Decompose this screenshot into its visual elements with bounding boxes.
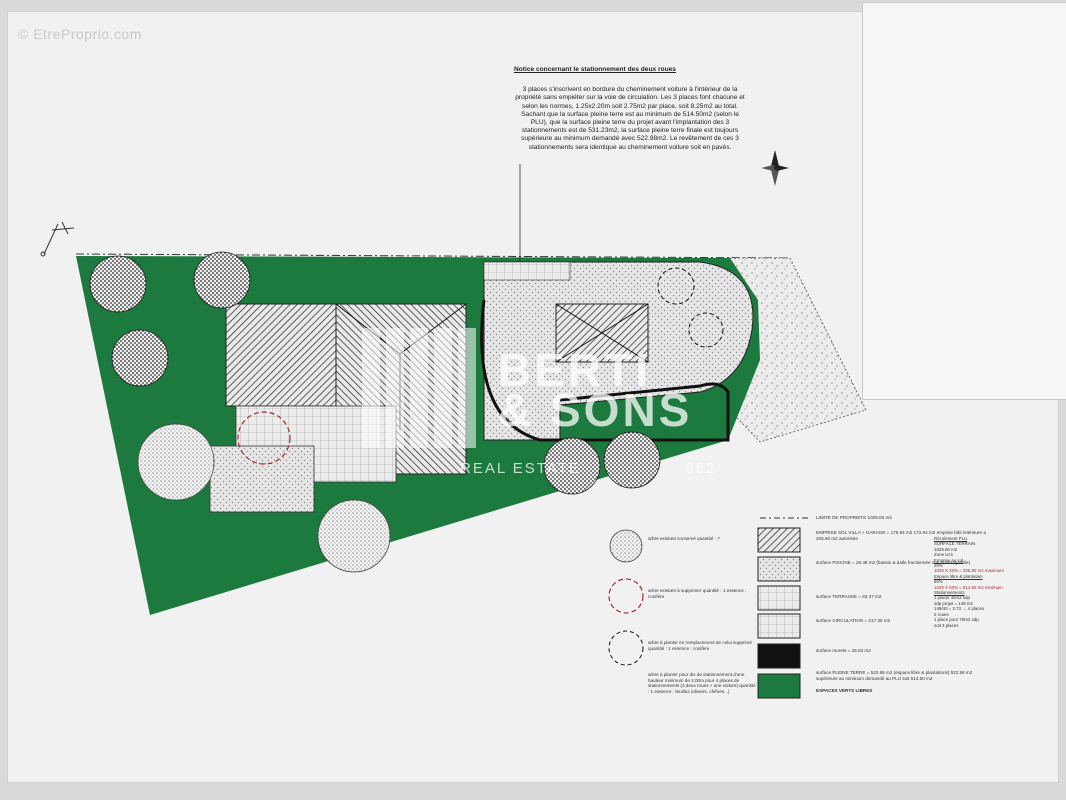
watermark-etreproprio: © EtreProprio.com [18,26,142,42]
property-limit [75,253,791,259]
parking-note: Notice concernant le stationnement des d… [514,66,746,152]
legend-lawn-text: surface PLEINE TERRE = 522.98 m2 (espace… [816,670,973,681]
plu-line: 1029 X 20% = 205.80 m2 maximum [934,568,1004,574]
legend-tree-existing-text: arbre existant conservé quantité : 7 [648,536,720,541]
plu-title: Récolement PLU [934,536,968,541]
plu-line: 50% [934,579,943,585]
legend-terrace-text: surface TERRASSE = 83.37 m2 [816,594,882,599]
legend-tree-plant [608,630,644,666]
driveway-curve [480,299,730,442]
plu-line: SURFACE TERRAIN [934,541,976,547]
brand-tagline-text: REAL ESTATE [460,460,581,477]
legend-tree-parking-text: arbre à planter pour dix de stationnemen… [648,672,756,694]
tree-existing [543,437,601,495]
antenna-icon [40,221,75,257]
brand-line2: & SONS [498,384,693,436]
legend-circulation-text: surface CIRCULATION = 217.30 m2 [816,618,891,623]
parking-note-title: Notice concernant le stationnement des d… [514,66,676,73]
tree-existing [111,329,169,387]
legend-villa-text: EMPRISE SOL VILLA + GARAGE = 175.94 m2 1… [816,530,986,541]
tree-to-plant [657,267,695,305]
overlapping-sheet [862,2,1066,400]
plu-line: 1 place/ 40m2 sdp [934,595,970,601]
legend-tree-remove-text: arbre existant à supprimer quantité : 1 … [648,588,747,599]
plu-line: Zone Ucs [934,552,953,558]
legend-limit-text: LIMITE DE PROPRIETE 1029.00 m2 [816,515,892,520]
plu-line: 1029 X 50% = 514.50 m2 minimum [934,584,1003,590]
legend-tree-plant-text: arbre à planter en remplacement de celui… [648,640,752,651]
legend-swatch-circulation [757,613,801,639]
plu-line: 20% [934,563,943,569]
plu-line: Emprise au sol [934,557,964,563]
plu-line: 149/40 = 3.73 → 4 places [934,606,985,612]
plu-summary: Récolement PLU SURFACE TERRAIN 1029.00 m… [934,536,1014,628]
legend-swatch-walls [757,643,801,669]
legend-swatch-lawn [757,673,801,699]
north-arrow-icon [761,150,789,186]
legend-swatch-terrace [757,585,801,611]
plu-line: Espace libre & plantation [934,573,983,579]
brand-watermark: BERTI & SONS [498,344,693,436]
legend-tree-existing [609,529,643,563]
legend-tree-remove [608,578,644,614]
tree-existing [193,251,251,309]
tree-to-remove [237,411,291,465]
brand-year: 962 [685,460,717,477]
legend-pool-text: surface PISCINE = 26.48 m2 (bassin & dal… [816,560,971,565]
legend-swatch-villa [757,527,801,553]
brand-line1: BERTI [498,344,651,396]
brand-logo [362,328,476,448]
legend-footer: ESPACES VERTS LIBRES [816,688,873,693]
tree-existing [137,423,215,501]
plu-line: 2 roues [934,611,949,617]
parking-note-body: 3 places s'inscrivent en bordure du chem… [515,86,745,151]
tree-existing [89,255,147,313]
legend-swatch-pool [757,556,801,582]
tree-existing [603,431,661,489]
tree-to-plant [688,312,724,348]
brand-tagline: REAL ESTATE 962 [460,460,716,477]
pool [209,445,315,513]
tree-existing [317,499,391,573]
legend-walls-text: surface murets = 26.03 m2 [816,648,871,653]
plu-line: Stationnements [934,590,965,596]
bike-parking [483,261,571,281]
plu-line: 1029.00 m2 [934,546,958,552]
plu-line: soit 3 places [934,622,959,628]
plu-line: 1 place pour 70m2 sdp [934,617,979,623]
plu-line: sdp projet = 149 m2 [934,600,973,606]
